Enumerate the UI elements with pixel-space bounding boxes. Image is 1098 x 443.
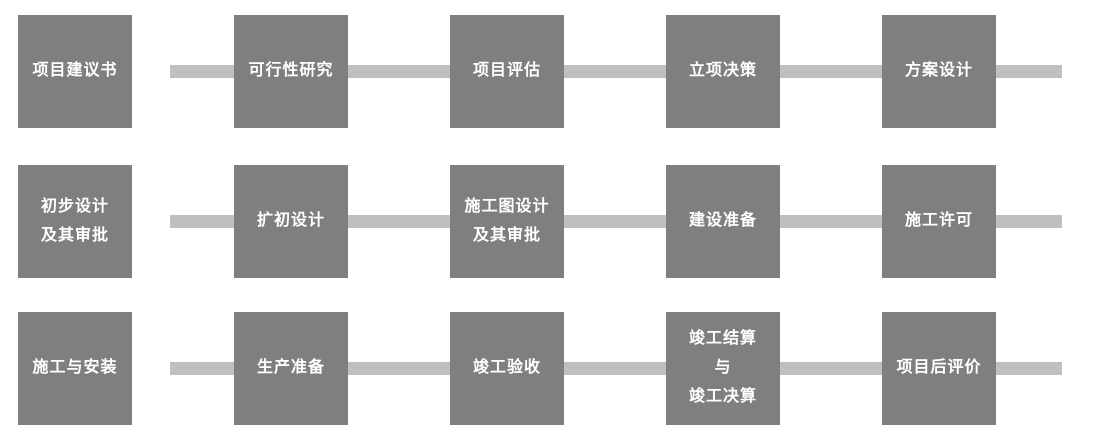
box-label: 立项决策 (688, 62, 757, 80)
flow-row-design-phase: 初步设计 及其审批 扩初设计 施工图设计 及其审批 建设准备 施工许可 (0, 165, 1098, 278)
box-completion-settlement-and-final-accounts: 竣工结算 与 竣工决算 (666, 312, 780, 425)
box-label: 项目评估 (472, 62, 541, 80)
flow-row-construction-phase: 施工与安装 生产准备 竣工验收 竣工结算 与 竣工决算 项目后评价 (0, 312, 1098, 425)
box-project-evaluation: 项目评估 (450, 15, 564, 128)
flow-row-decision-phase: 项目建议书 可行性研究 项目评估 立项决策 方案设计 (0, 15, 1098, 128)
box-label: 竣工验收 (472, 359, 541, 377)
box-feasibility-study: 可行性研究 (234, 15, 348, 128)
box-label: 方案设计 (904, 62, 973, 80)
box-construction-and-installation: 施工与安装 (18, 312, 132, 425)
box-label: 生产准备 (256, 359, 325, 377)
box-label: 建设准备 (688, 212, 757, 230)
box-expanded-preliminary-design: 扩初设计 (234, 165, 348, 278)
box-post-project-evaluation: 项目后评价 (882, 312, 996, 425)
box-project-approval-decision: 立项决策 (666, 15, 780, 128)
box-scheme-design: 方案设计 (882, 15, 996, 128)
box-project-proposal: 项目建议书 (18, 15, 132, 128)
box-label: 竣工结算 与 竣工决算 (688, 330, 757, 405)
box-completion-acceptance: 竣工验收 (450, 312, 564, 425)
box-label: 初步设计 及其审批 (40, 197, 109, 244)
box-label: 项目建议书 (32, 62, 118, 80)
box-label: 可行性研究 (248, 62, 334, 80)
box-preliminary-design-and-review: 初步设计 及其审批 (18, 165, 132, 278)
box-label: 施工图设计 及其审批 (464, 197, 550, 244)
box-label: 施工许可 (904, 212, 973, 230)
connector-line (170, 215, 1062, 228)
box-production-preparation: 生产准备 (234, 312, 348, 425)
box-construction-preparation: 建设准备 (666, 165, 780, 278)
box-label: 扩初设计 (256, 212, 325, 230)
connector-line (170, 65, 1062, 78)
connector-line (170, 362, 1062, 375)
box-construction-drawing-design-and-approval: 施工图设计 及其审批 (450, 165, 564, 278)
box-label: 项目后评价 (896, 359, 982, 377)
box-label: 施工与安装 (32, 359, 118, 377)
box-construction-permit: 施工许可 (882, 165, 996, 278)
